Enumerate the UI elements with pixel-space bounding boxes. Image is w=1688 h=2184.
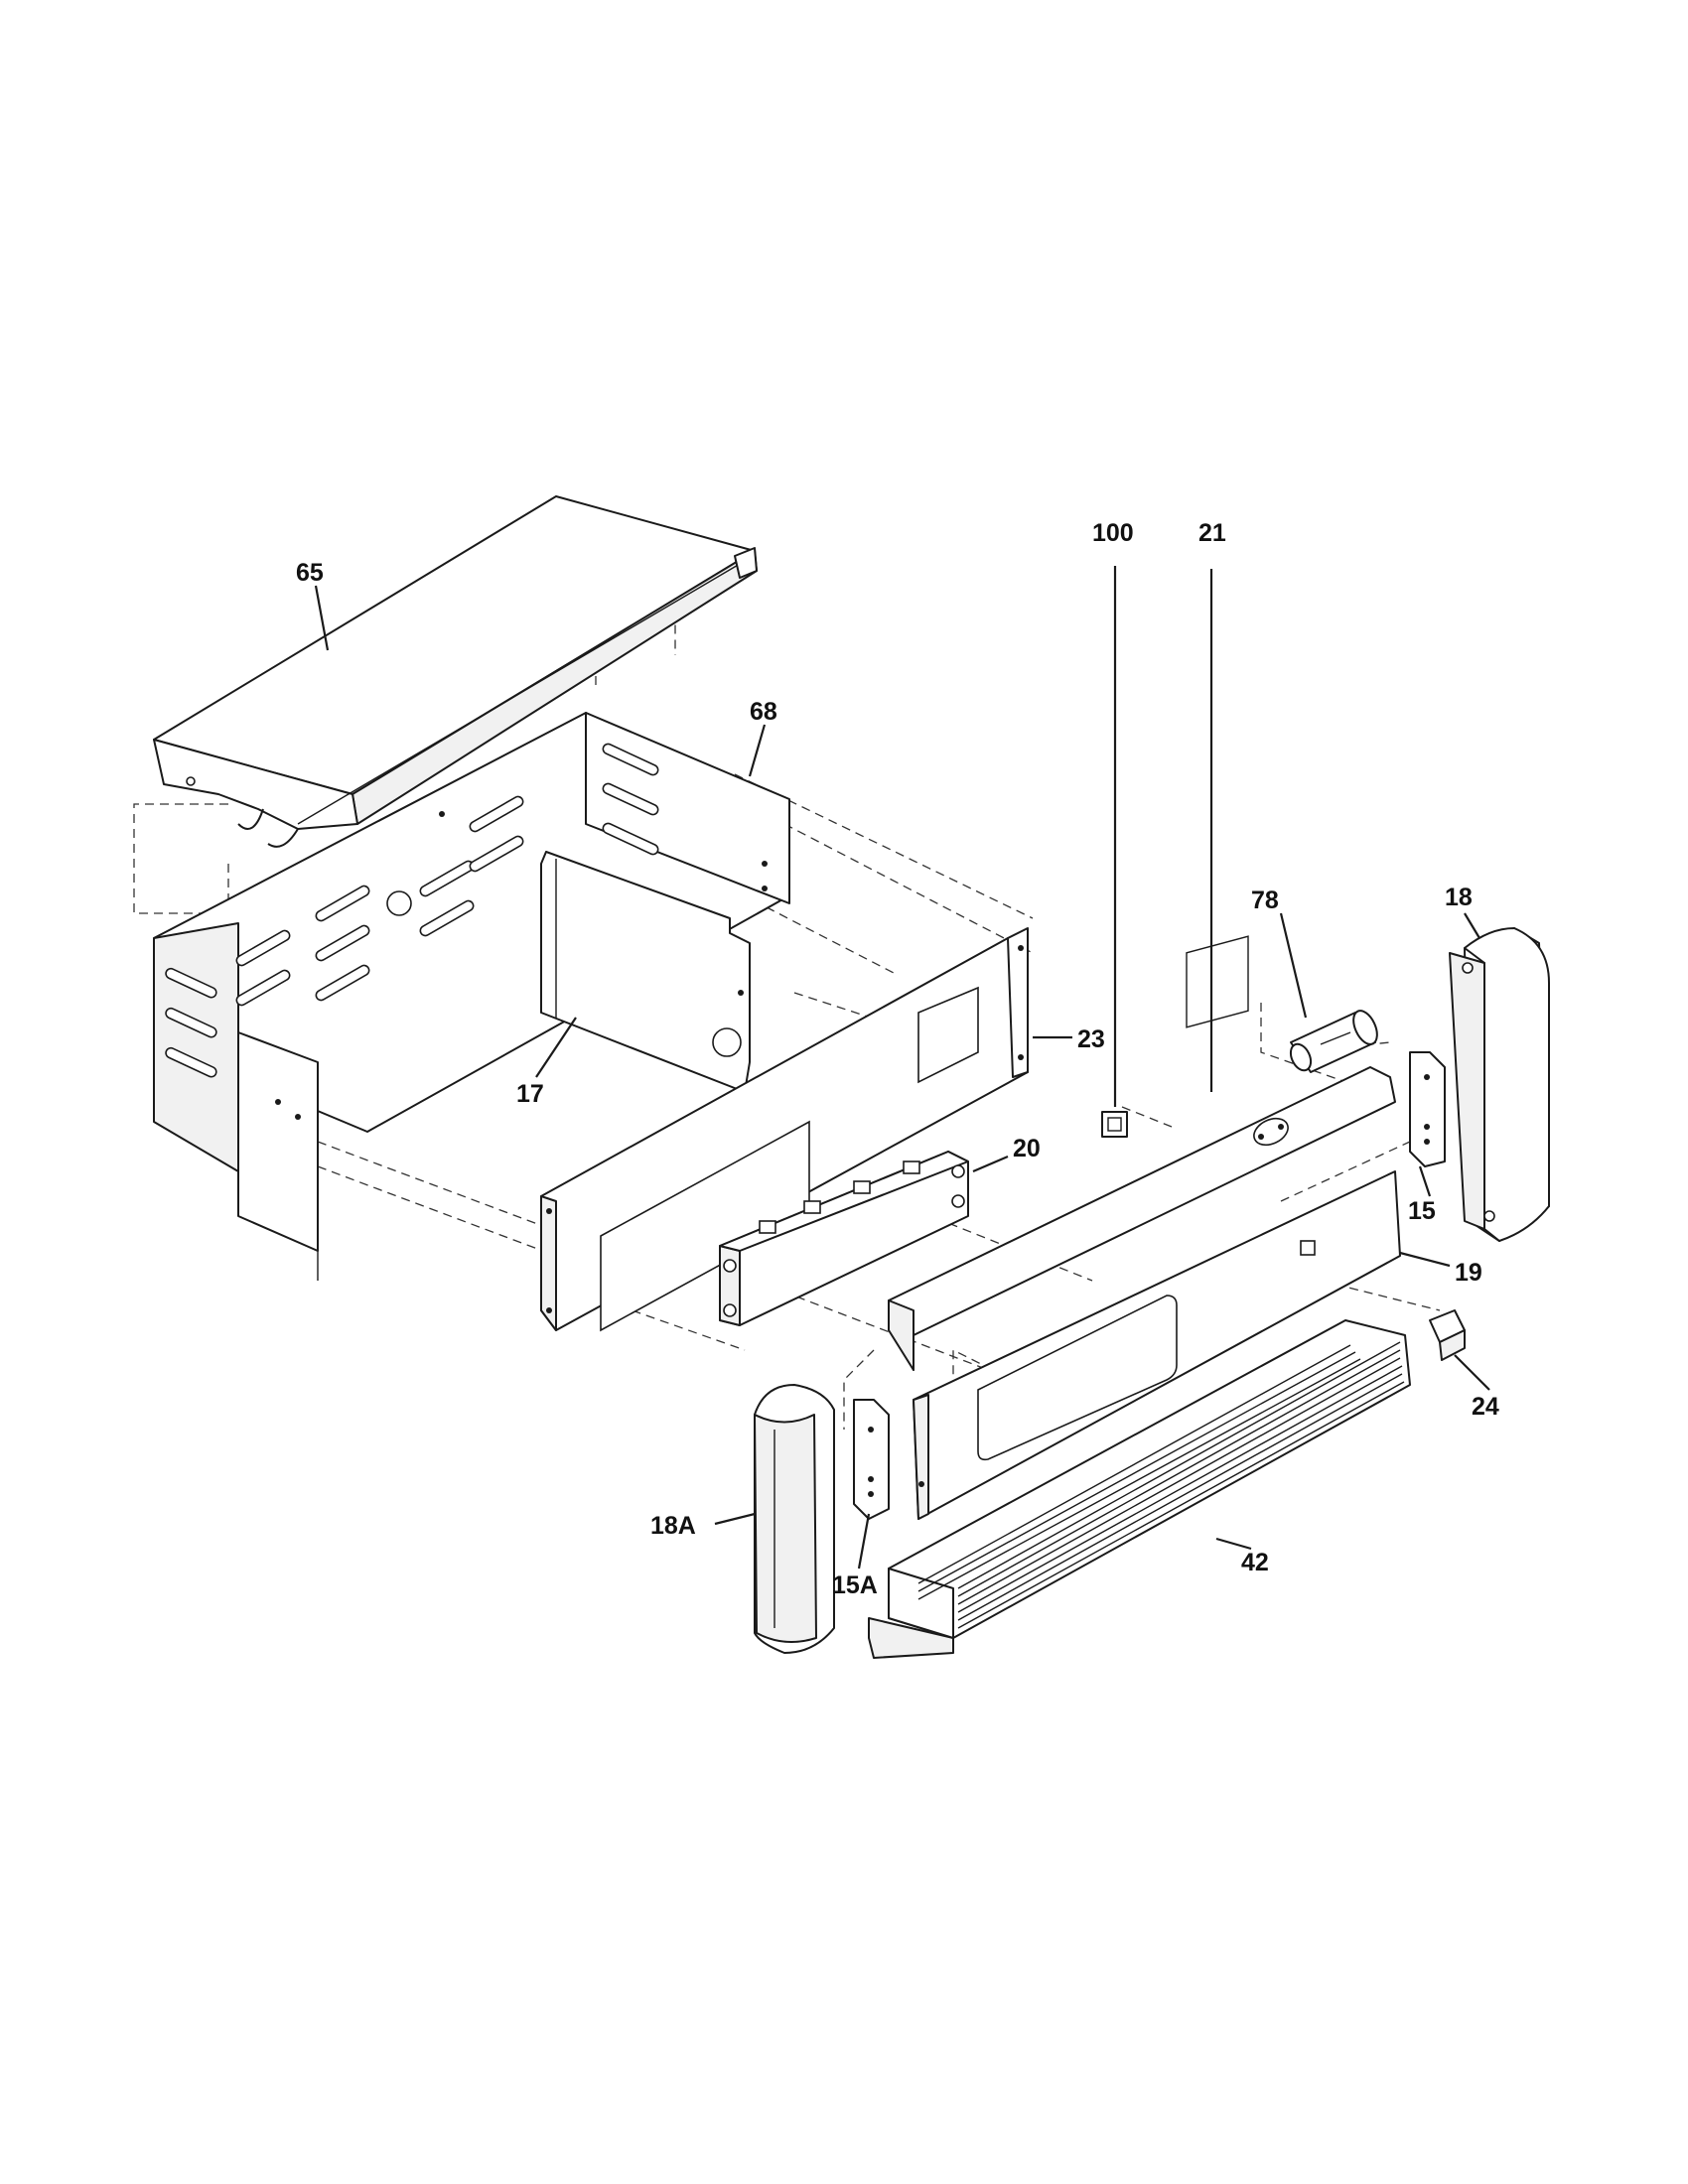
callout-21: 21 [1198, 519, 1226, 547]
callout-18: 18 [1445, 884, 1473, 911]
clip-part [1101, 1111, 1128, 1138]
left-bracket-part [853, 1399, 890, 1520]
callout-15: 15 [1408, 1197, 1436, 1225]
control-panel-front-part [913, 1170, 1401, 1520]
rear-frame-part [153, 712, 790, 1281]
inner-panel-part [540, 851, 751, 1093]
knob-part [1289, 1010, 1378, 1073]
control-module-part [719, 1151, 969, 1326]
right-end-cap-part [1449, 927, 1550, 1242]
grille-part [868, 1319, 1411, 1659]
leader-lines [314, 566, 1490, 1570]
top-cover-part [153, 495, 758, 848]
right-bracket-part [1409, 1051, 1446, 1167]
callout-18A: 18A [650, 1512, 696, 1540]
callout-65: 65 [296, 559, 324, 587]
callout-42: 42 [1241, 1549, 1269, 1576]
callout-23: 23 [1077, 1025, 1105, 1053]
grille-slats [917, 1341, 1405, 1629]
callout-labels: 65 68 17 23 20 78 18 100 21 15 19 24 18A… [296, 519, 1499, 1599]
control-panel-top-part [888, 1066, 1396, 1371]
callout-17: 17 [516, 1080, 544, 1108]
left-end-cap-part [754, 1384, 835, 1654]
callout-68: 68 [750, 698, 777, 726]
callout-19: 19 [1455, 1259, 1482, 1287]
callout-20: 20 [1013, 1135, 1041, 1162]
callout-24: 24 [1472, 1393, 1499, 1421]
callout-100: 100 [1092, 519, 1134, 547]
vent-slots [165, 743, 659, 1078]
callout-15A: 15A [832, 1571, 878, 1599]
switch-part [1429, 1309, 1466, 1361]
callout-78: 78 [1251, 887, 1279, 914]
front-panel-part [540, 927, 1249, 1332]
